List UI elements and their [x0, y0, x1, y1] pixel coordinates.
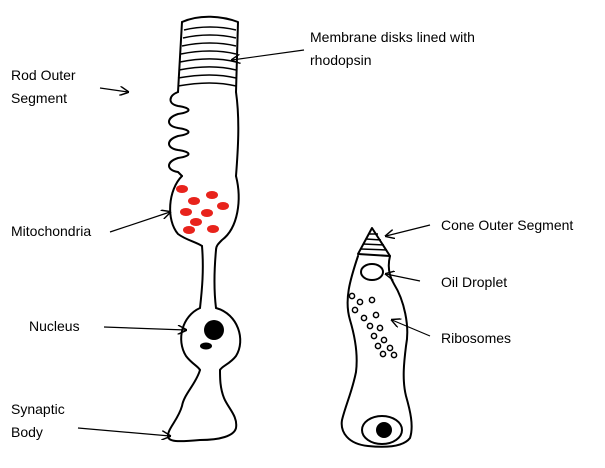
label-nucleus: Nucleus [29, 318, 80, 334]
cone-outer-segment [358, 228, 390, 256]
membrane-disks [178, 27, 236, 86]
arrow-nucleus [104, 327, 186, 330]
mitochondria-cluster [176, 185, 229, 234]
mitochondrion [201, 209, 213, 217]
label-synaptic-line2: Body [11, 424, 43, 440]
arrow-membrane-disks [232, 50, 304, 60]
label-rod-outer-line1: Rod Outer [11, 67, 76, 83]
cone-nucleus [362, 416, 402, 444]
cone-cell [342, 228, 412, 447]
mitochondrion [207, 225, 219, 233]
arrow-rod-outer [100, 88, 128, 92]
labels: Membrane disks lined with rhodopsin Rod … [11, 29, 573, 440]
oil-droplet [361, 264, 383, 280]
label-cone-outer-segment: Cone Outer Segment [441, 217, 573, 233]
label-synaptic-line1: Synaptic [11, 401, 65, 417]
arrow-synaptic [78, 428, 170, 436]
mitochondrion [190, 218, 202, 226]
rod-cell [168, 17, 240, 441]
arrow-cone-outer [386, 225, 430, 236]
label-oil-droplet: Oil Droplet [441, 274, 507, 290]
label-membrane-disks-line1: Membrane disks lined with [310, 29, 475, 45]
label-arrows [78, 50, 430, 436]
label-mitochondria: Mitochondria [11, 223, 91, 239]
mitochondrion [176, 185, 188, 193]
label-rod-outer-line2: Segment [11, 90, 67, 106]
label-membrane-disks-line2: rhodopsin [310, 52, 372, 68]
mitochondrion [180, 208, 192, 216]
rod-nucleus [200, 320, 224, 350]
arrow-mitochondria [110, 212, 170, 232]
mitochondrion [217, 202, 229, 210]
mitochondrion [206, 191, 218, 199]
mitochondrion [188, 197, 200, 205]
arrow-ribosomes [392, 320, 430, 336]
label-ribosomes: Ribosomes [441, 330, 511, 346]
mitochondrion [183, 226, 195, 234]
